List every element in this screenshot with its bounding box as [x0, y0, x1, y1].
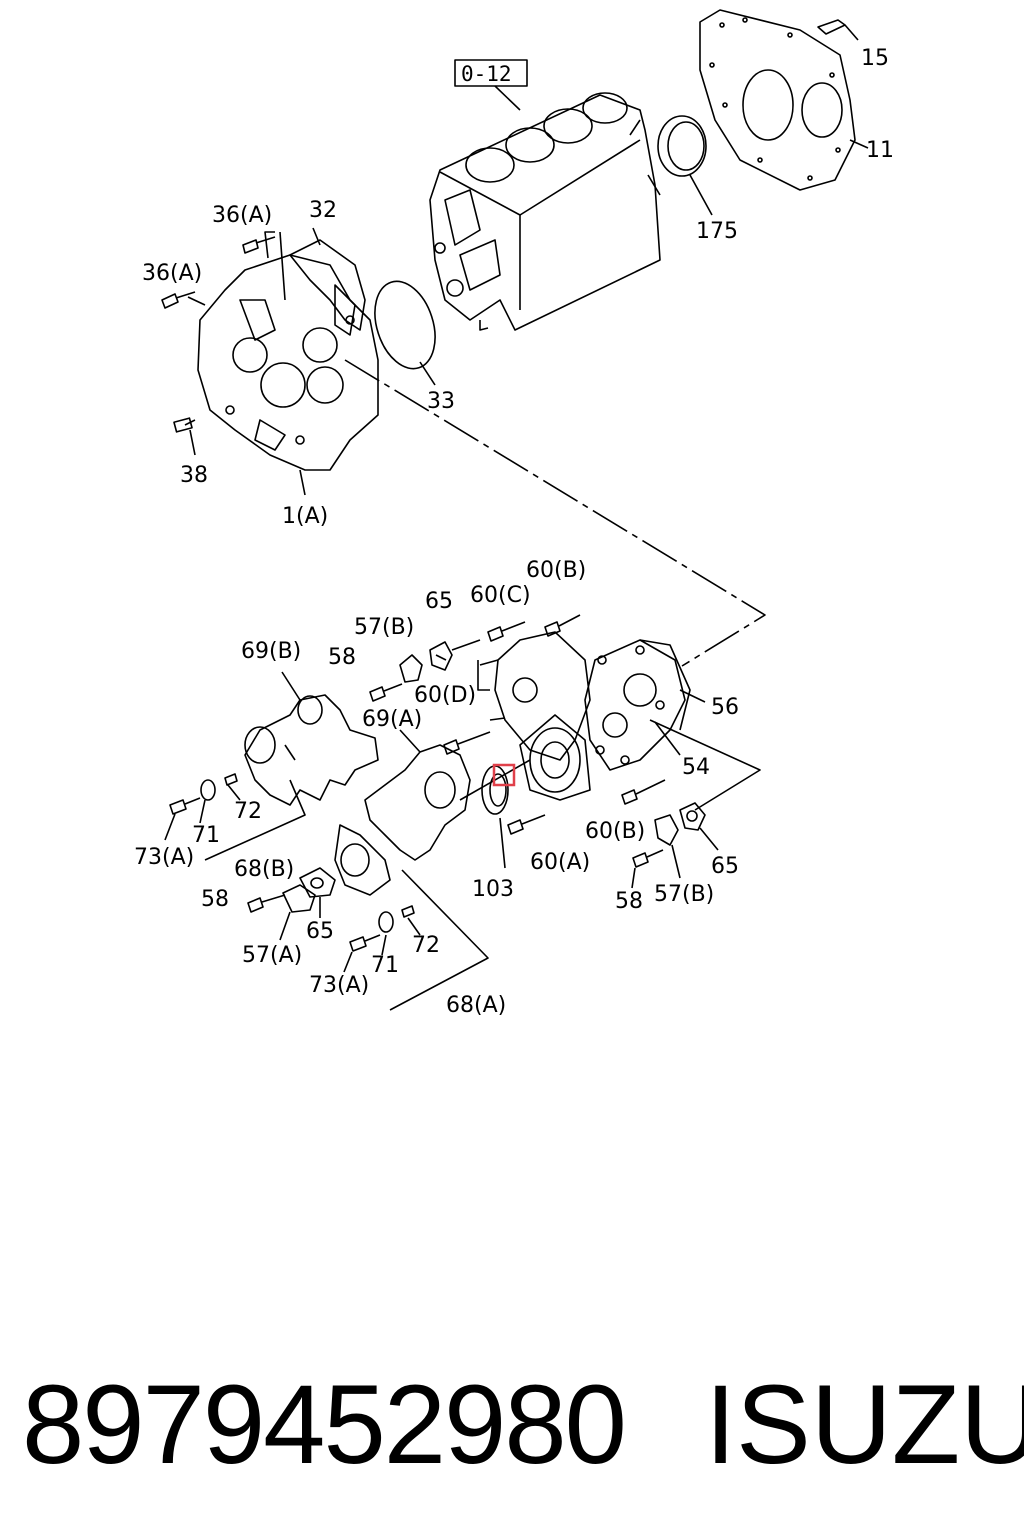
- callout-58-lower: 58: [201, 887, 229, 912]
- callout-69a: 69(A): [362, 707, 422, 732]
- callout-71-lower: 71: [371, 953, 399, 978]
- callout-57b-lower: 57(B): [654, 882, 714, 907]
- callout-103: 103: [472, 877, 514, 902]
- callout-58-top: 58: [328, 645, 356, 670]
- part-number: 8979452980: [22, 1362, 627, 1487]
- callout-15: 15: [861, 46, 889, 71]
- callout-38: 38: [180, 463, 208, 488]
- callout-68a: 68(A): [446, 993, 506, 1018]
- callout-175: 175: [696, 219, 738, 244]
- callout-60d: 60(D): [414, 683, 476, 708]
- callout-72-upper: 72: [234, 799, 262, 824]
- timing-cover-69a: [334, 729, 471, 896]
- cover-plates-lower: [247, 867, 336, 941]
- callout-32: 32: [309, 198, 337, 223]
- reference-box-label: 0-12: [461, 62, 512, 86]
- front-cover-assembly: [459, 631, 706, 869]
- bolts-60: [443, 614, 666, 835]
- o-ring: [374, 280, 436, 386]
- bolts-36a: [161, 236, 276, 456]
- callout-65-right: 65: [711, 854, 739, 879]
- cover-plates-upper: [369, 639, 490, 702]
- fasteners-lower: [164, 773, 489, 1011]
- callout-73a-upper: 73(A): [134, 845, 194, 870]
- callout-60b-top: 60(B): [526, 558, 586, 583]
- callout-65-top: 65: [425, 589, 453, 614]
- callout-73a-lower: 73(A): [309, 973, 369, 998]
- gear-case-gasket: [289, 227, 366, 331]
- callout-60a: 60(A): [530, 850, 590, 875]
- callout-60b-lower: 60(B): [585, 819, 645, 844]
- footer: 8979452980 ISUZU: [0, 1350, 1024, 1500]
- callout-58-right: 58: [615, 889, 643, 914]
- leader-line: [344, 359, 766, 667]
- callout-71-upper: 71: [192, 823, 220, 848]
- callout-56: 56: [711, 695, 739, 720]
- callout-36a-top: 36(A): [212, 203, 272, 228]
- flywheel-housing: [699, 9, 869, 191]
- callout-72-lower: 72: [412, 933, 440, 958]
- gear-case: [184, 231, 379, 496]
- brand-name: ISUZU: [705, 1362, 1024, 1487]
- callout-57a: 57(A): [242, 943, 302, 968]
- highlight-marker: [492, 763, 516, 787]
- callout-65-lower: 65: [306, 919, 334, 944]
- callout-57b-top: 57(B): [354, 615, 414, 640]
- callout-36a-left: 36(A): [142, 261, 202, 286]
- cover-plates-right: [631, 719, 761, 889]
- callout-68b: 68(B): [234, 857, 294, 882]
- callout-69b: 69(B): [241, 639, 301, 664]
- timing-cover-69b: [244, 671, 379, 806]
- callout-54: 54: [682, 755, 710, 780]
- callout-60c: 60(C): [470, 583, 531, 608]
- callout-1a: 1(A): [282, 504, 328, 529]
- callout-11: 11: [866, 138, 894, 163]
- exploded-parts-diagram: 0-12 15 11 175 36(A) 32 36(A) 33 38 1(A)…: [134, 9, 894, 1018]
- cylinder-block: [429, 59, 661, 331]
- rear-oil-seal: [657, 115, 713, 216]
- callout-33: 33: [427, 389, 455, 414]
